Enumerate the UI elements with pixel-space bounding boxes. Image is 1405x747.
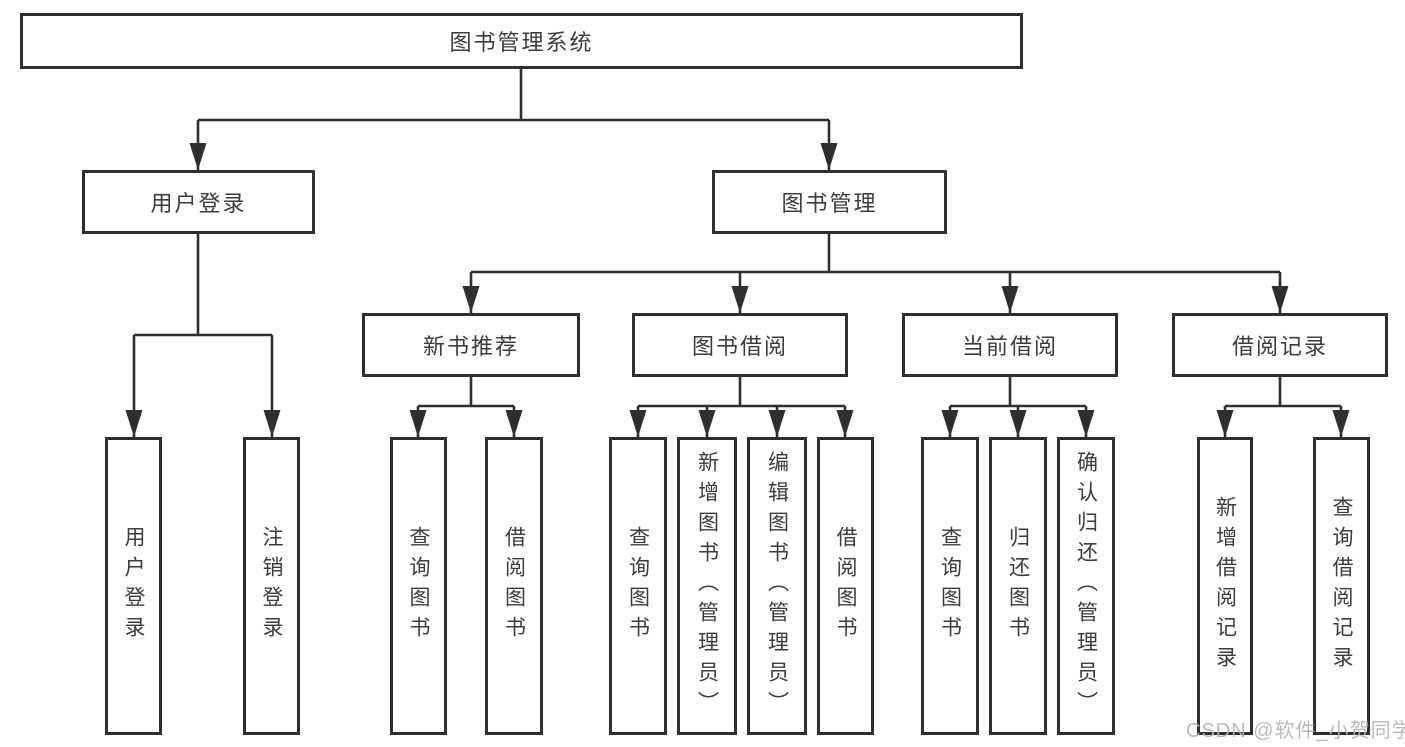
leaf-recommend-borrow-book: 借阅图书 <box>485 437 543 735</box>
connector-mgmt-split <box>471 234 1280 274</box>
leaf-user-login-label: 用户登录 <box>122 526 145 646</box>
leaf-user-login: 用户登录 <box>105 437 162 735</box>
leaf-borrow-add-book-admin-label: 新增图书（管理员） <box>695 451 719 721</box>
node-root-label: 图书管理系统 <box>449 30 594 55</box>
connector-borrow-split <box>638 377 845 408</box>
leaf-current-return-book: 归还图书 <box>989 437 1047 735</box>
leaf-borrow-query-book-label: 查询图书 <box>626 526 650 646</box>
leaf-records-query-record-label: 查询借阅记录 <box>1330 496 1353 676</box>
node-current-borrow: 当前借阅 <box>902 313 1118 377</box>
connector-login-split <box>134 234 272 337</box>
leaf-logout: 注销登录 <box>243 437 300 735</box>
leaf-current-query-book: 查询图书 <box>921 437 979 735</box>
node-user-login-label: 用户登录 <box>150 191 247 216</box>
leaf-current-confirm-return-admin: 确认归还（管理员） <box>1057 437 1115 735</box>
connector-recommend-split <box>418 377 514 408</box>
node-new-book-recommend: 新书推荐 <box>362 313 580 377</box>
node-root-system: 图书管理系统 <box>20 13 1023 69</box>
node-book-management-label: 图书管理 <box>781 191 878 216</box>
leaf-borrow-edit-book-admin: 编辑图书（管理员） <box>747 437 807 735</box>
leaf-borrow-borrow-book-label: 借阅图书 <box>834 526 857 646</box>
node-borrow-records-label: 借阅记录 <box>1231 334 1328 359</box>
node-book-borrow: 图书借阅 <box>632 313 848 377</box>
node-user-login: 用户登录 <box>82 170 315 234</box>
leaf-recommend-query-book-label: 查询图书 <box>407 526 430 646</box>
csdn-watermark: CSDN @软件_小贺同学 <box>1186 720 1405 742</box>
node-new-book-recommend-label: 新书推荐 <box>422 334 519 359</box>
leaf-borrow-edit-book-admin-label: 编辑图书（管理员） <box>765 451 789 721</box>
leaf-current-return-book-label: 归还图书 <box>1006 526 1030 646</box>
leaf-records-add-record-label: 新增借阅记录 <box>1213 496 1237 676</box>
node-current-borrow-label: 当前借阅 <box>961 334 1058 359</box>
node-borrow-records: 借阅记录 <box>1172 313 1388 377</box>
node-book-management: 图书管理 <box>712 170 947 234</box>
leaf-borrow-borrow-book: 借阅图书 <box>817 437 874 735</box>
connector-records-split <box>1225 377 1341 408</box>
connector-root-split <box>198 69 829 122</box>
leaf-logout-label: 注销登录 <box>260 526 283 646</box>
leaf-recommend-borrow-book-label: 借阅图书 <box>502 526 526 646</box>
leaf-borrow-add-book-admin: 新增图书（管理员） <box>677 437 737 735</box>
leaf-current-query-book-label: 查询图书 <box>938 526 962 646</box>
leaf-recommend-query-book: 查询图书 <box>390 437 447 735</box>
node-book-borrow-label: 图书借阅 <box>691 334 788 359</box>
connector-current-split <box>950 377 1086 408</box>
leaf-current-confirm-return-admin-label: 确认归还（管理员） <box>1074 451 1098 721</box>
leaf-borrow-query-book: 查询图书 <box>609 437 667 735</box>
leaf-records-add-record: 新增借阅记录 <box>1197 437 1253 735</box>
leaf-records-query-record: 查询借阅记录 <box>1313 437 1370 735</box>
